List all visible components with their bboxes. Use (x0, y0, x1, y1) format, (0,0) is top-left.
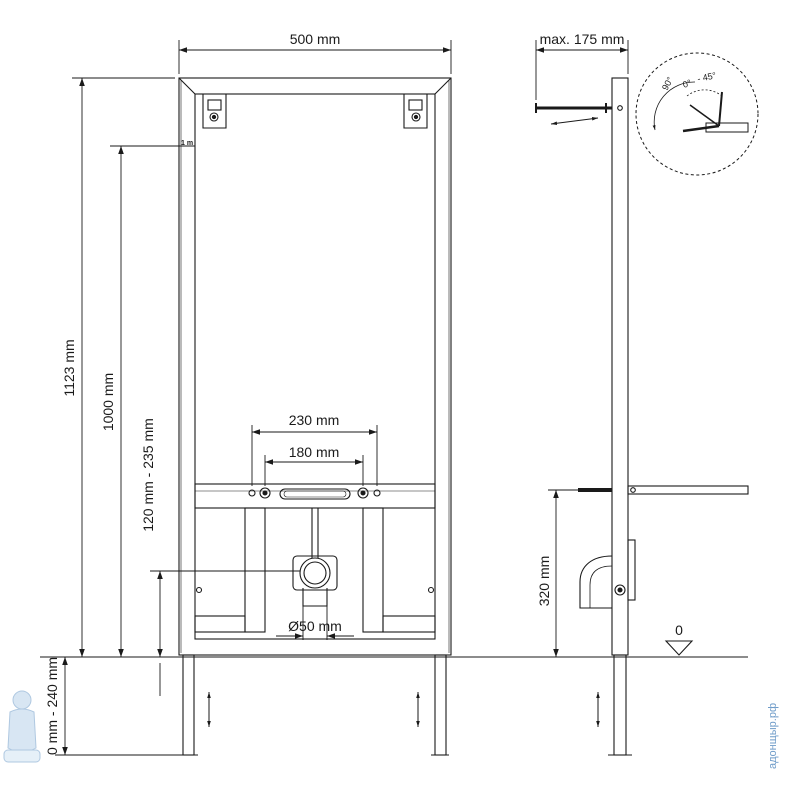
dim-drain: Ø50 mm (288, 618, 342, 634)
side-view (535, 77, 749, 756)
angle-0-label: 0° (681, 77, 693, 89)
bracket-left (202, 94, 227, 129)
drain-clamp (292, 555, 338, 591)
watermark-plumber-logo (3, 690, 41, 763)
leg-right (434, 654, 447, 756)
front-view (178, 77, 452, 756)
drain-pipe (299, 557, 331, 589)
dim-leg-range: 0 mm - 240 mm (44, 657, 60, 755)
dimension-lines (55, 40, 629, 756)
dim-side-height: 320 mm (536, 556, 552, 607)
one-meter-marker: 1 m (181, 140, 193, 147)
leg-left (182, 654, 195, 756)
side-elbow (579, 555, 613, 609)
dim-height-total: 1123 mm (61, 339, 77, 396)
cross-plate (194, 483, 436, 509)
bracket-right (403, 94, 428, 129)
dim-height-1m: 1000 mm (100, 373, 116, 431)
dim-depth: max. 175 mm (540, 31, 625, 47)
angle-90-label: 90° (660, 75, 675, 92)
dim-width: 500 mm (290, 31, 341, 47)
dim-hole-180: 180 mm (289, 444, 340, 460)
depth-adjust-arrow (550, 116, 599, 126)
floor-level-label: 0 (675, 622, 683, 638)
frame-outer (178, 77, 452, 656)
angle-detail (635, 52, 759, 176)
side-upright (611, 77, 629, 656)
watermark-text: адонщыр.рф (767, 703, 779, 769)
frame-inner (194, 93, 436, 640)
dim-adjust-range: 120 mm - 235 mm (140, 418, 156, 532)
leg-adjust-arrows (207, 692, 600, 727)
angle-45-label: - 45° (696, 70, 717, 84)
dim-hole-230: 230 mm (289, 412, 340, 428)
